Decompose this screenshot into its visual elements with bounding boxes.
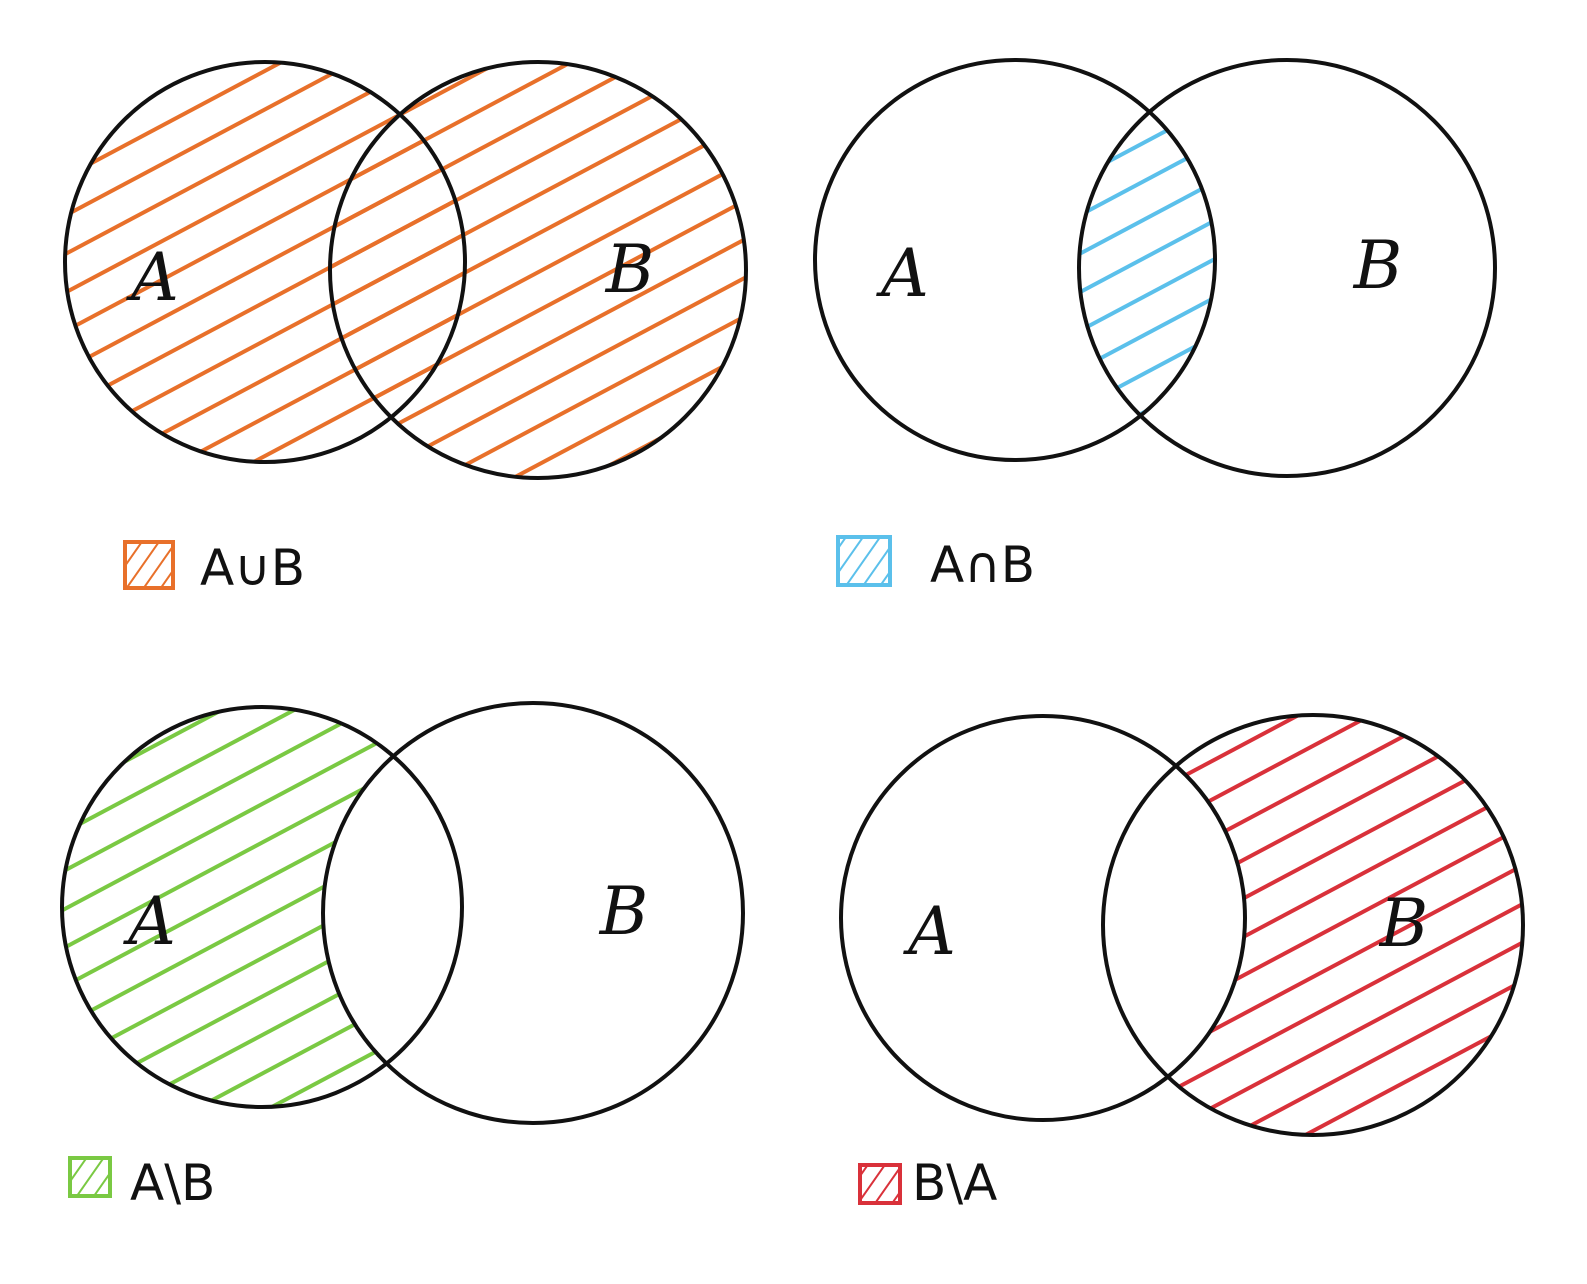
set-a-circle	[813, 58, 1217, 462]
set-a-circle	[60, 705, 464, 1109]
set-b-circle	[328, 60, 748, 480]
legend-label: B\A	[912, 1154, 997, 1212]
legend-a-minus-b: A\B	[68, 1154, 215, 1212]
set-a-label: A	[125, 239, 179, 316]
shaded-region-b-minus-a	[1103, 715, 1523, 1135]
legend-label: A∪B	[200, 539, 305, 597]
legend-union: A∪B	[123, 539, 305, 597]
legend-swatch	[858, 1163, 902, 1205]
set-a-circle	[839, 714, 1247, 1122]
set-b-circle	[321, 701, 745, 1125]
venn-panel-b-minus-a: A B B\A	[839, 713, 1525, 1212]
venn-panel-intersection: A B A∩B	[813, 58, 1497, 594]
legend-swatch	[123, 540, 175, 590]
set-b-label: B	[605, 231, 655, 308]
venn-panel-a-minus-b: A B A\B	[60, 701, 745, 1212]
shaded-region-union	[65, 62, 746, 478]
legend-swatch	[836, 535, 892, 587]
shaded-region-a-minus-b	[62, 707, 462, 1107]
venn-panel-union: A B A∪B	[63, 60, 748, 597]
set-a-label: A	[122, 883, 176, 960]
legend-intersection: A∩B	[836, 535, 1035, 594]
set-a-circle	[63, 60, 467, 464]
set-b-label: B	[599, 873, 649, 950]
set-a-label: A	[875, 235, 929, 312]
set-a-label: A	[902, 893, 956, 970]
shaded-region-intersection	[1079, 60, 1215, 460]
legend-b-minus-a: B\A	[858, 1154, 997, 1212]
legend-swatch	[68, 1156, 112, 1198]
legend-label: A∩B	[930, 536, 1035, 594]
set-b-label: B	[1379, 885, 1429, 962]
set-b-label: B	[1353, 227, 1403, 304]
set-b-circle	[1077, 58, 1497, 478]
legend-label: A\B	[130, 1154, 215, 1212]
set-b-circle	[1101, 713, 1525, 1137]
